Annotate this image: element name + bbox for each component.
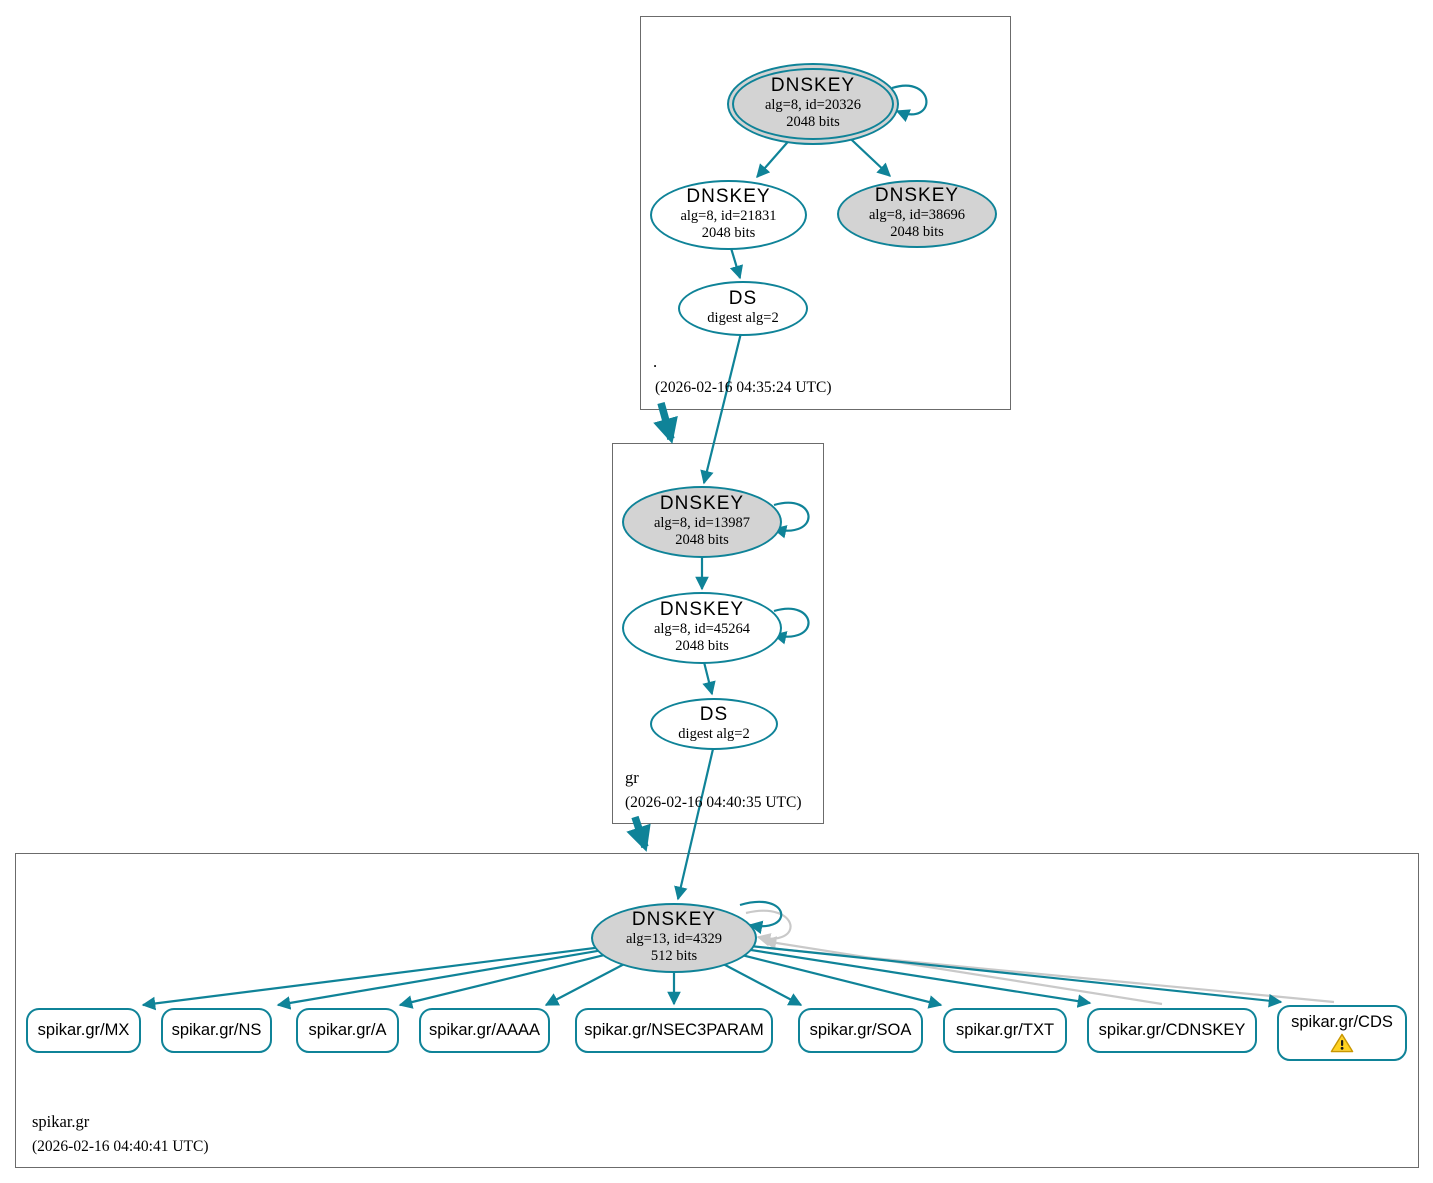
node-alg: alg=8, id=38696: [868, 206, 966, 223]
rrset-label: spikar.gr/A: [308, 1021, 387, 1039]
node-title: DS: [699, 703, 729, 725]
rrset-label: spikar.gr/MX: [37, 1021, 130, 1039]
rrset-node-cds: spikar.gr/CDS: [1277, 1005, 1407, 1061]
zone-timestamp-spikar-gr: (2026-02-16 04:40:41 UTC): [32, 1138, 209, 1155]
node-title: DNSKEY: [686, 185, 771, 207]
rrset-label: spikar.gr/SOA: [809, 1021, 912, 1039]
zone-name-root: .: [653, 352, 658, 371]
node-bits: 512 bits: [650, 948, 698, 965]
node-title: DNSKEY: [659, 492, 745, 514]
node-title: DNSKEY: [874, 184, 960, 206]
dnskey-node-spikar: DNSKEY alg=13, id=4329 512 bits: [591, 903, 757, 973]
node-alg: alg=8, id=20326: [764, 96, 862, 113]
node-bits: 2048 bits: [890, 224, 944, 241]
warning-icon: [1330, 1033, 1354, 1053]
rrset-label: spikar.gr/CDNSKEY: [1098, 1021, 1246, 1039]
zone-name-spikar-gr: spikar.gr: [32, 1112, 90, 1131]
rrset-node-aaaa: spikar.gr/AAAA: [419, 1008, 550, 1053]
node-bits: 2048 bits: [675, 532, 729, 549]
edge-dnskey-to-mx: [141, 936, 675, 1011]
ds-node-root: DS digest alg=2: [678, 281, 808, 336]
rrset-label: spikar.gr/NSEC3PARAM: [584, 1021, 764, 1039]
edge-root-zsk-to-ds: [729, 247, 744, 280]
rrset-node-ns: spikar.gr/NS: [161, 1008, 272, 1053]
edge-delegation-root-to-gr: [653, 401, 678, 444]
node-title: DNSKEY: [631, 908, 717, 930]
rrset-node-soa: spikar.gr/SOA: [798, 1008, 923, 1053]
edge-root-ds-to-gr-ksk: [700, 332, 743, 485]
edge-delegation-gr-to-spikar: [626, 815, 651, 852]
node-alg: digest alg=2: [678, 725, 750, 742]
zone-timestamp-gr: (2026-02-16 04:40:35 UTC): [625, 794, 802, 811]
zone-name-gr: gr: [625, 768, 639, 787]
edge-gr-ds-to-spikar-dnskey: [674, 748, 715, 901]
rrset-node-cdnskey: spikar.gr/CDNSKEY: [1087, 1008, 1257, 1053]
rrset-node-nsec3param: spikar.gr/NSEC3PARAM: [575, 1008, 773, 1053]
edge-gray-cdnskey-to-dnskey: [762, 936, 1163, 1006]
node-title: DNSKEY: [770, 74, 856, 96]
node-alg: alg=8, id=21831: [680, 207, 777, 224]
node-title: DS: [728, 288, 758, 310]
edge-gr-zsk-selfloop: [772, 607, 810, 645]
zone-timestamp-root: (2026-02-16 04:35:24 UTC): [655, 379, 832, 396]
node-alg: alg=13, id=4329: [625, 930, 723, 947]
dnskey-node-root-ksk: DNSKEY alg=8, id=20326 2048 bits: [727, 63, 899, 145]
rrset-label: spikar.gr/NS: [171, 1021, 262, 1039]
node-bits: 2048 bits: [701, 225, 756, 242]
dnskey-node-gr-zsk: DNSKEY alg=8, id=45264 2048 bits: [622, 592, 782, 664]
rrset-node-txt: spikar.gr/TXT: [943, 1008, 1067, 1053]
rrset-label: spikar.gr/TXT: [955, 1021, 1055, 1039]
rrset-node-mx: spikar.gr/MX: [26, 1008, 141, 1053]
edge-dnskey-to-cds: [673, 936, 1283, 1008]
node-alg: alg=8, id=13987: [653, 514, 751, 531]
node-title: DNSKEY: [659, 598, 745, 620]
edge-spikar-dnskey-selfloop: [739, 900, 783, 935]
dnskey-node-root-zsk: DNSKEY alg=8, id=21831 2048 bits: [650, 180, 807, 250]
node-alg: alg=8, id=45264: [653, 620, 751, 637]
edge-root-ksk-selfloop: [891, 84, 928, 122]
edge-gr-zsk-to-ds: [702, 661, 716, 696]
node-bits: 2048 bits: [786, 114, 840, 131]
node-alg: digest alg=2: [707, 310, 779, 327]
node-bits: 2048 bits: [675, 638, 729, 655]
ds-node-gr: DS digest alg=2: [650, 698, 778, 750]
edge-gr-ksk-selfloop: [772, 501, 810, 539]
rrset-node-a: spikar.gr/A: [296, 1008, 399, 1053]
dnskey-node-gr-ksk: DNSKEY alg=8, id=13987 2048 bits: [622, 486, 782, 558]
dnskey-node-root-key2: DNSKEY alg=8, id=38696 2048 bits: [837, 180, 997, 248]
rrset-label: spikar.gr/AAAA: [429, 1021, 540, 1039]
rrset-label: spikar.gr/CDS: [1291, 1013, 1393, 1031]
